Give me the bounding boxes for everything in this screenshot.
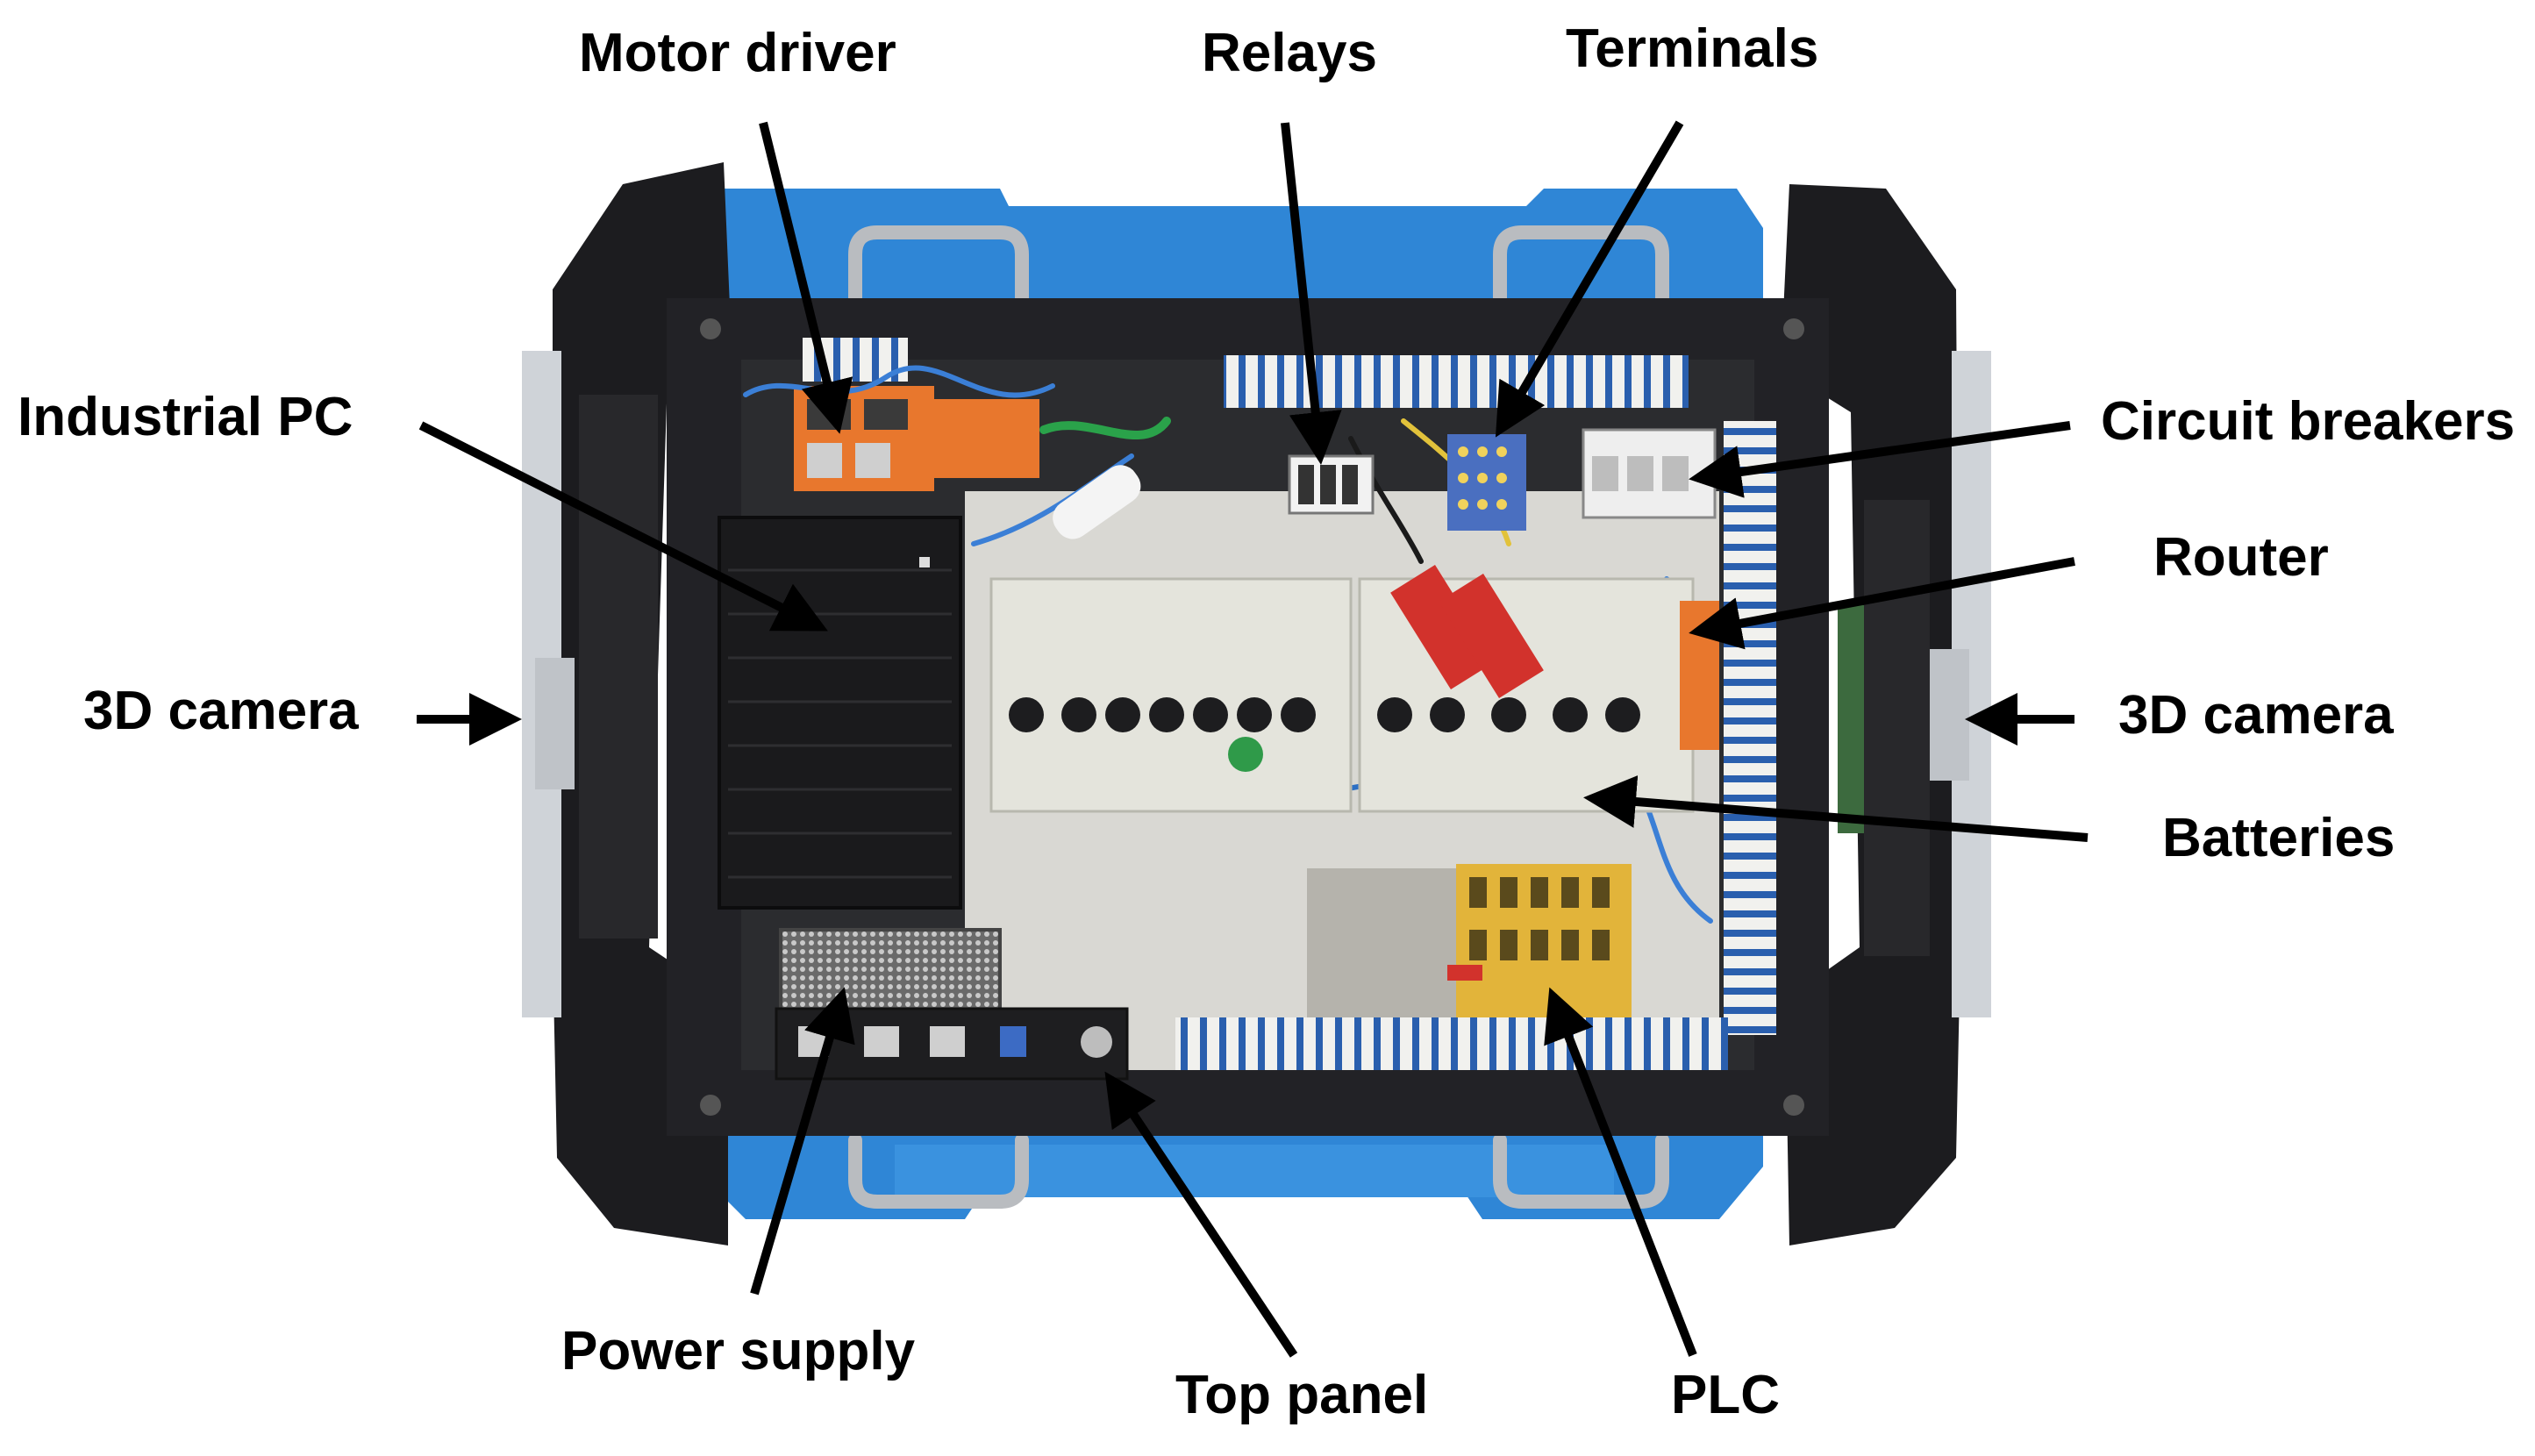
industrial-pc-unit	[718, 516, 962, 910]
label-plc: PLC	[1671, 1365, 1780, 1425]
arrow-industrial-pc	[418, 421, 828, 632]
label-relays: Relays	[1202, 23, 1377, 83]
label-circuit-breakers: Circuit breakers	[2101, 391, 2516, 452]
wire-duct-right	[1724, 421, 1776, 1035]
label-power-supply: Power supply	[561, 1321, 916, 1381]
arrow-router	[1689, 557, 2075, 650]
relay-block	[1288, 454, 1375, 515]
router-unit	[1680, 601, 1719, 750]
wire-duct-bottom	[1175, 1017, 1728, 1070]
white-connector	[1053, 465, 1141, 539]
arrow-relays	[1281, 122, 1342, 465]
callout-arrows	[417, 120, 2089, 1358]
red-connector	[1390, 564, 1544, 699]
label-router: Router	[2153, 527, 2329, 588]
carry-handles	[848, 225, 1669, 1209]
label-top-panel: Top panel	[1175, 1365, 1429, 1425]
arrow-plc	[1544, 987, 1697, 1357]
arrow-motor-driver	[759, 121, 853, 434]
arrow-top-panel	[1104, 1071, 1298, 1358]
arrow-circuit-breakers	[1689, 421, 2071, 498]
arrow-power-supply	[750, 987, 855, 1295]
label-camera-left: 3D camera	[83, 681, 359, 741]
arrow-terminals	[1495, 120, 1684, 438]
terminal-block	[1447, 434, 1526, 531]
label-camera-right: 3D camera	[2118, 685, 2394, 746]
circuit-breaker-block	[1582, 428, 1717, 519]
label-industrial-pc: Industrial PC	[18, 387, 353, 447]
plc-unit	[1307, 864, 1632, 1017]
label-terminals: Terminals	[1566, 18, 1819, 79]
wire-duct-top	[1224, 355, 1689, 408]
arrow-batteries	[1583, 775, 2089, 842]
battery-pack	[989, 577, 1695, 813]
label-batteries: Batteries	[2162, 808, 2396, 868]
label-motor-driver: Motor driver	[579, 23, 896, 83]
